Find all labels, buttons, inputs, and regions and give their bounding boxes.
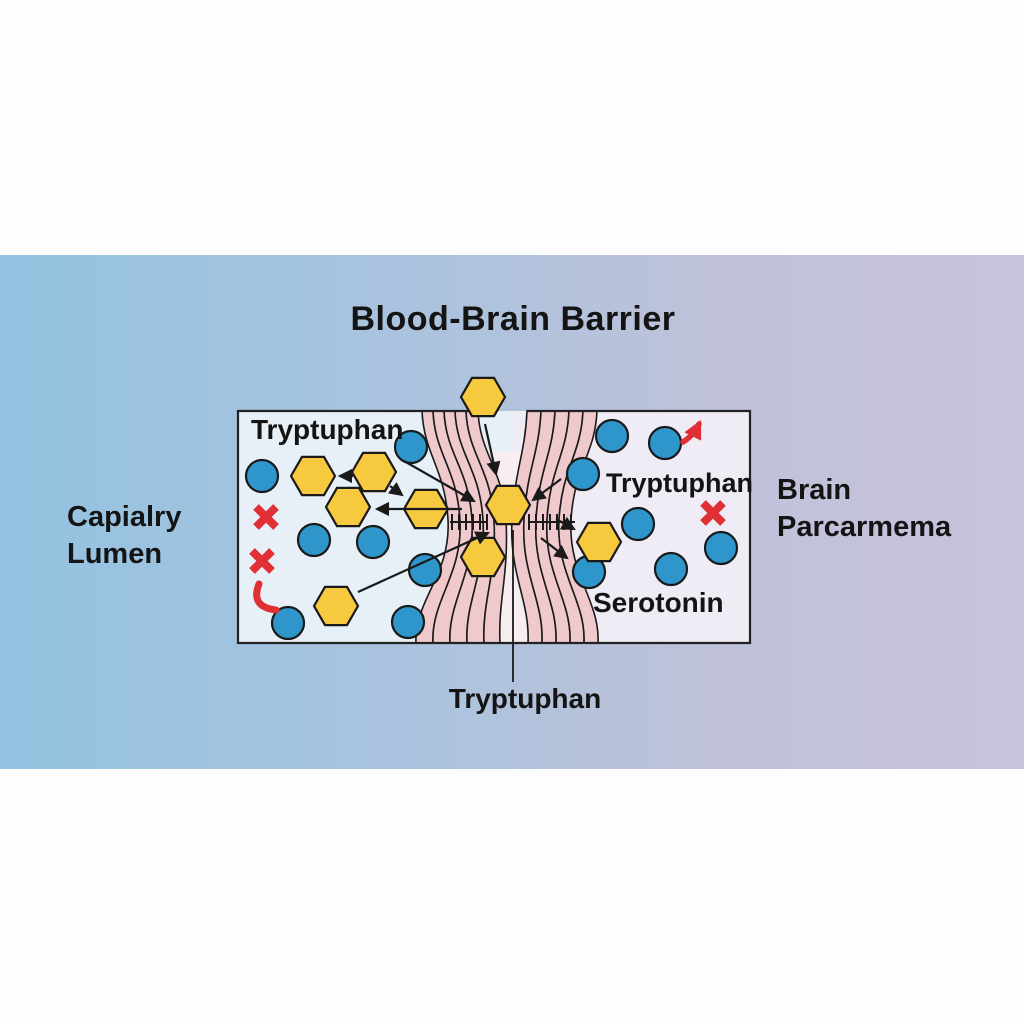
tryptophan-hexagon-icon — [459, 376, 507, 418]
serotonin-circle-icon — [390, 604, 426, 640]
tryptophan-label-right: Tryptuphan — [606, 468, 753, 498]
tryptophan-hexagon-icon — [289, 455, 337, 497]
barrier-channel — [479, 452, 528, 643]
serotonin-circle-icon — [296, 522, 332, 558]
serotonin-circle-icon — [653, 551, 689, 587]
tryptophan-label-left: Tryptuphan — [251, 414, 404, 445]
release-arrow-icon — [680, 419, 702, 445]
serotonin-molecules — [244, 418, 739, 641]
serotonin-circle-icon — [594, 418, 630, 454]
serotonin-circle-icon — [647, 425, 683, 461]
serotonin-circle-icon — [703, 530, 739, 566]
brain-parenchyma-label: Brain Parcarmema — [777, 474, 952, 543]
tryptophan-hexagon-icon — [459, 536, 507, 578]
blocked-markers — [249, 419, 726, 614]
tryptophan-hexagon-icon — [350, 451, 398, 493]
serotonin-circle-icon — [244, 458, 280, 494]
serotonin-circle-icon — [270, 605, 306, 641]
tryptophan-hexagon-icon — [324, 486, 372, 528]
blocked-x-icon — [700, 500, 726, 526]
page-title: Blood-Brain Barrier — [350, 300, 676, 338]
serotonin-circle-icon — [407, 552, 443, 588]
tryptophan-hexagon-icon — [312, 585, 360, 627]
capillary-lumen-label: Capialry Lumen — [67, 501, 182, 570]
tryptophan-molecules — [289, 376, 623, 627]
transport-arrows — [337, 423, 576, 594]
serotonin-label: Serotonin — [593, 587, 724, 618]
serotonin-circle-icon — [355, 524, 391, 560]
blocked-x-icon — [253, 504, 279, 530]
tryptophan-label-bottom: Tryptuphan — [448, 683, 602, 714]
serotonin-circle-icon — [620, 506, 656, 542]
rebound-arc-icon — [253, 580, 280, 614]
serotonin-circle-icon — [393, 429, 429, 465]
box-border — [236, 409, 752, 645]
blocked-x-icon — [249, 548, 275, 574]
serotonin-circle-icon — [565, 456, 601, 492]
tryptophan-hexagon-icon — [575, 521, 623, 563]
tryptophan-hexagon-icon — [484, 484, 532, 526]
tight-junction-transporter — [450, 514, 575, 530]
